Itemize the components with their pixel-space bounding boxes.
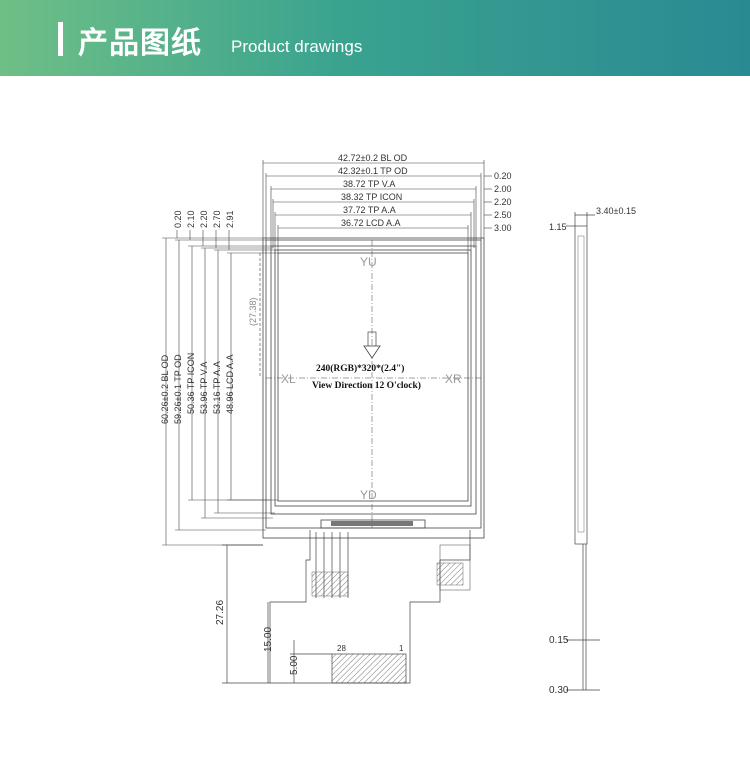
dim-fpc-tip: 5.00 xyxy=(289,655,300,675)
header-accent-bar xyxy=(58,22,63,56)
fpc-gold-fingers xyxy=(331,653,407,684)
fpc xyxy=(222,530,471,684)
dim-side-mid: 0.15 xyxy=(549,635,569,646)
spec-view-direction: View Direction 12 O'clock) xyxy=(312,380,421,391)
tol-left-5: 2.91 xyxy=(225,210,235,228)
front-view xyxy=(262,237,485,539)
dim-tp-icon-width: 38.32 TP ICON xyxy=(341,192,402,202)
dim-tp-icon-height: 50.36 TP ICON xyxy=(186,353,196,414)
tol-left-4: 2.70 xyxy=(212,210,222,228)
pin-first: 28 xyxy=(337,644,346,653)
tol-top-3: 2.20 xyxy=(494,197,512,207)
dim-side-thickness: 3.40±0.15 xyxy=(596,206,636,216)
dim-bl-od-width: 42.72±0.2 BL OD xyxy=(338,153,408,163)
dim-center-offset: (27.38) xyxy=(248,297,258,326)
tol-left-2: 2.10 xyxy=(186,210,196,228)
dim-lcd-aa-width: 36.72 LCD A.A xyxy=(341,218,401,228)
dim-lcd-aa-height: 48.96 LCD A.A xyxy=(225,354,235,414)
dim-side-bottom: 0.30 xyxy=(549,685,569,696)
dim-tp-va-width: 38.72 TP V.A xyxy=(343,179,395,189)
axis-left-label: XL xyxy=(281,372,296,386)
tol-left-3: 2.20 xyxy=(199,210,209,228)
header-title-cn: 产品图纸 xyxy=(78,26,202,61)
tol-left-1: 0.20 xyxy=(173,210,183,228)
tp-va xyxy=(270,245,477,515)
dim-bl-od-height: 60.26±0.2 BL OD xyxy=(160,354,170,424)
dim-side-top: 1.15 xyxy=(549,222,567,232)
bl-outline xyxy=(262,237,485,539)
dim-tp-od-height: 59.26±0.1 TP OD xyxy=(173,354,183,424)
axis-bottom-label: YD xyxy=(360,488,377,502)
tol-top-5: 3.00 xyxy=(494,223,512,233)
header-title-en: Product drawings xyxy=(231,37,363,56)
header-banner: 产品图纸 Product drawings xyxy=(0,0,750,76)
dim-tp-va-height: 53.96 TP V.A xyxy=(199,362,209,414)
lcd-aa xyxy=(277,252,469,502)
tol-top-2: 2.00 xyxy=(494,184,512,194)
dim-fpc-length: 27.26 xyxy=(215,600,226,625)
dim-tp-aa-width: 37.72 TP A.A xyxy=(343,205,396,215)
spec-resolution: 240(RGB)*320*(2.4") xyxy=(316,363,404,374)
dim-tp-od-width: 42.32±0.1 TP OD xyxy=(338,166,408,176)
left-dimensions xyxy=(162,230,278,546)
tol-top-4: 2.50 xyxy=(494,210,512,220)
dim-fpc-mid: 15.00 xyxy=(263,627,274,652)
top-dimensions xyxy=(262,160,492,253)
axis-right-label: XR xyxy=(445,372,462,386)
tol-top-1: 0.20 xyxy=(494,171,512,181)
connector-strip xyxy=(320,519,426,529)
dim-tp-aa-height: 53.16 TP A.A xyxy=(212,361,222,414)
pin-last: 1 xyxy=(399,644,404,653)
side-view xyxy=(566,212,600,691)
axis-top-label: YU xyxy=(360,255,377,269)
